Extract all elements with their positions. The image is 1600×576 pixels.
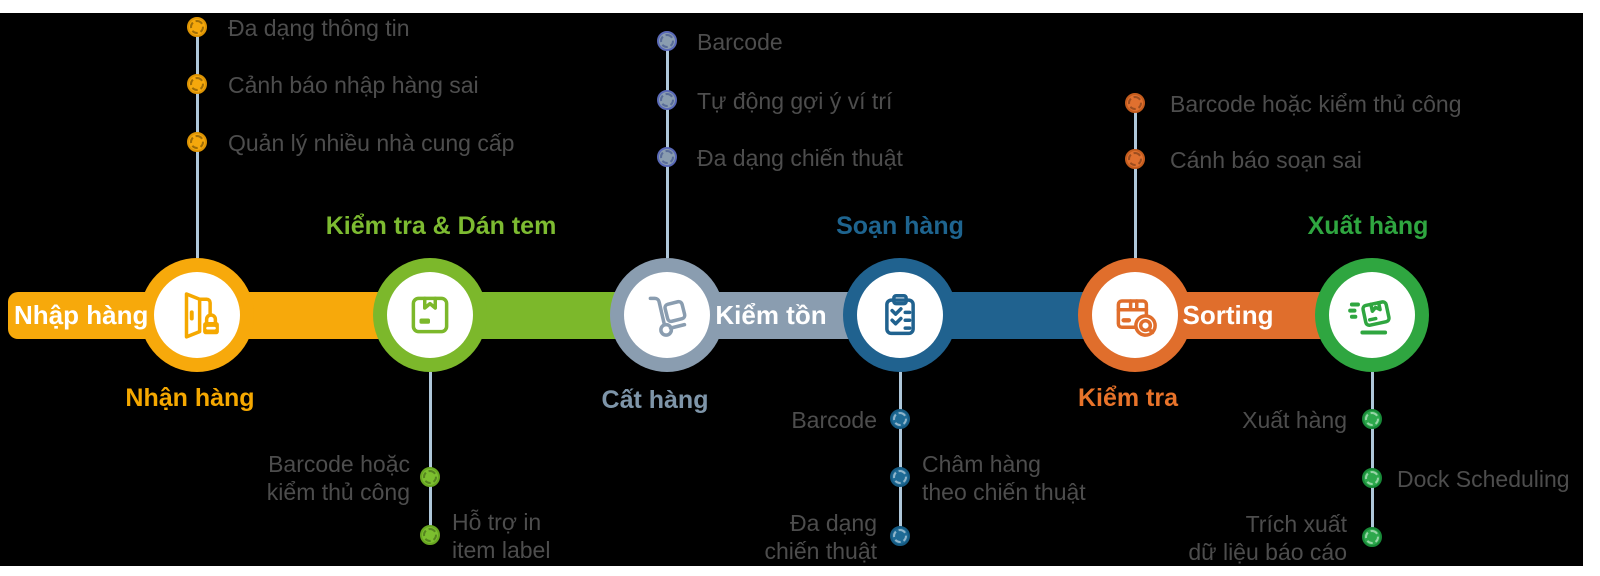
hand-truck-icon <box>648 296 687 337</box>
feature-item: Quản lý nhiều nhà cung cấp <box>228 130 515 156</box>
step-circle-inner <box>1329 272 1415 358</box>
page-edge-top <box>0 0 1583 13</box>
bullet-dot <box>420 525 440 545</box>
feature-item: Châm hàng theo chiến thuật <box>922 451 1086 505</box>
bullet-dot <box>1362 409 1382 429</box>
feature-item: Cảnh báo nhập hàng sai <box>228 72 479 98</box>
step-title-cat-hang: Cất hàng <box>601 386 709 414</box>
bullet-dot <box>890 467 910 487</box>
step-title-xuat-hang: Xuất hàng <box>1307 212 1429 240</box>
feature-item: Tự động gợi ý ví trí <box>697 88 893 114</box>
band-label-sorting: Sorting <box>1182 300 1274 330</box>
feature-item: Dock Scheduling <box>1397 466 1570 492</box>
step-circle-inner <box>154 272 240 358</box>
step-circle-kiem-tra <box>1078 258 1192 372</box>
step-circle-inner <box>1092 272 1178 358</box>
step-circle-inner <box>387 272 473 358</box>
band-label-kiem-ton: Kiểm tồn <box>715 300 827 330</box>
connector-line-step4 <box>898 372 902 536</box>
door-lock-icon <box>184 292 219 339</box>
page-edge-right <box>1583 0 1600 576</box>
step-circle-inner <box>857 272 943 358</box>
step-title-kiem-tra: Kiểm tra <box>1077 384 1179 412</box>
clipboard-checklist-icon <box>885 294 915 336</box>
bullet-dot <box>890 526 910 546</box>
feature-item: Barcode hoặc kiểm thủ công <box>266 451 410 505</box>
connector-line-step6 <box>1370 372 1374 537</box>
connector-line-step2 <box>428 372 432 535</box>
bullet-dot <box>657 31 677 51</box>
feature-item: Barcode <box>791 407 877 433</box>
feature-item: Xuất hàng <box>1242 407 1347 433</box>
feature-item: Đa dạng chiến thuật <box>764 510 877 564</box>
bullet-dot <box>187 132 207 152</box>
feature-item: Trích xuất dữ liệu báo cáo <box>1188 511 1347 565</box>
bullet-dot <box>1362 468 1382 488</box>
page-edge-bottom <box>0 566 1583 576</box>
bullet-dot <box>657 147 677 167</box>
step-circle-inner <box>624 272 710 358</box>
band-label-nhap-hang: Nhập hàng <box>14 300 149 330</box>
feature-item: Đa dạng thông tin <box>228 15 410 41</box>
step-circle-kiem-tra-dan-tem <box>373 258 487 372</box>
step-title-kiem-tra-dan-tem: Kiểm tra & Dán tem <box>325 212 557 240</box>
feature-item: Barcode hoặc kiểm thủ công <box>1170 91 1462 117</box>
box-ship-icon <box>1348 300 1391 335</box>
step-circle-xuat-hang <box>1315 258 1429 372</box>
step-title-nhan-hang: Nhận hàng <box>125 384 255 412</box>
step-circle-soan-hang <box>843 258 957 372</box>
bullet-dot <box>187 74 207 94</box>
bullet-dot <box>1125 93 1145 113</box>
bullet-dot <box>657 90 677 110</box>
bullet-dot <box>187 17 207 37</box>
feature-item: Hỗ trợ in item label <box>452 509 551 563</box>
step-circle-cat-hang <box>610 258 724 372</box>
feature-item: Barcode <box>697 29 783 55</box>
step-title-soan-hang: Soạn hàng <box>836 212 964 240</box>
box-search-icon <box>1116 299 1157 337</box>
feature-item: Đa dạng chiến thuật <box>697 145 903 171</box>
package-icon <box>411 296 449 334</box>
feature-item: Cánh báo soạn sai <box>1170 147 1362 173</box>
bullet-dot <box>890 409 910 429</box>
step-circle-nhan-hang <box>140 258 254 372</box>
connector-line-step5 <box>1133 103 1137 258</box>
bullet-dot <box>1125 149 1145 169</box>
bullet-dot <box>1362 527 1382 547</box>
bullet-dot <box>420 467 440 487</box>
